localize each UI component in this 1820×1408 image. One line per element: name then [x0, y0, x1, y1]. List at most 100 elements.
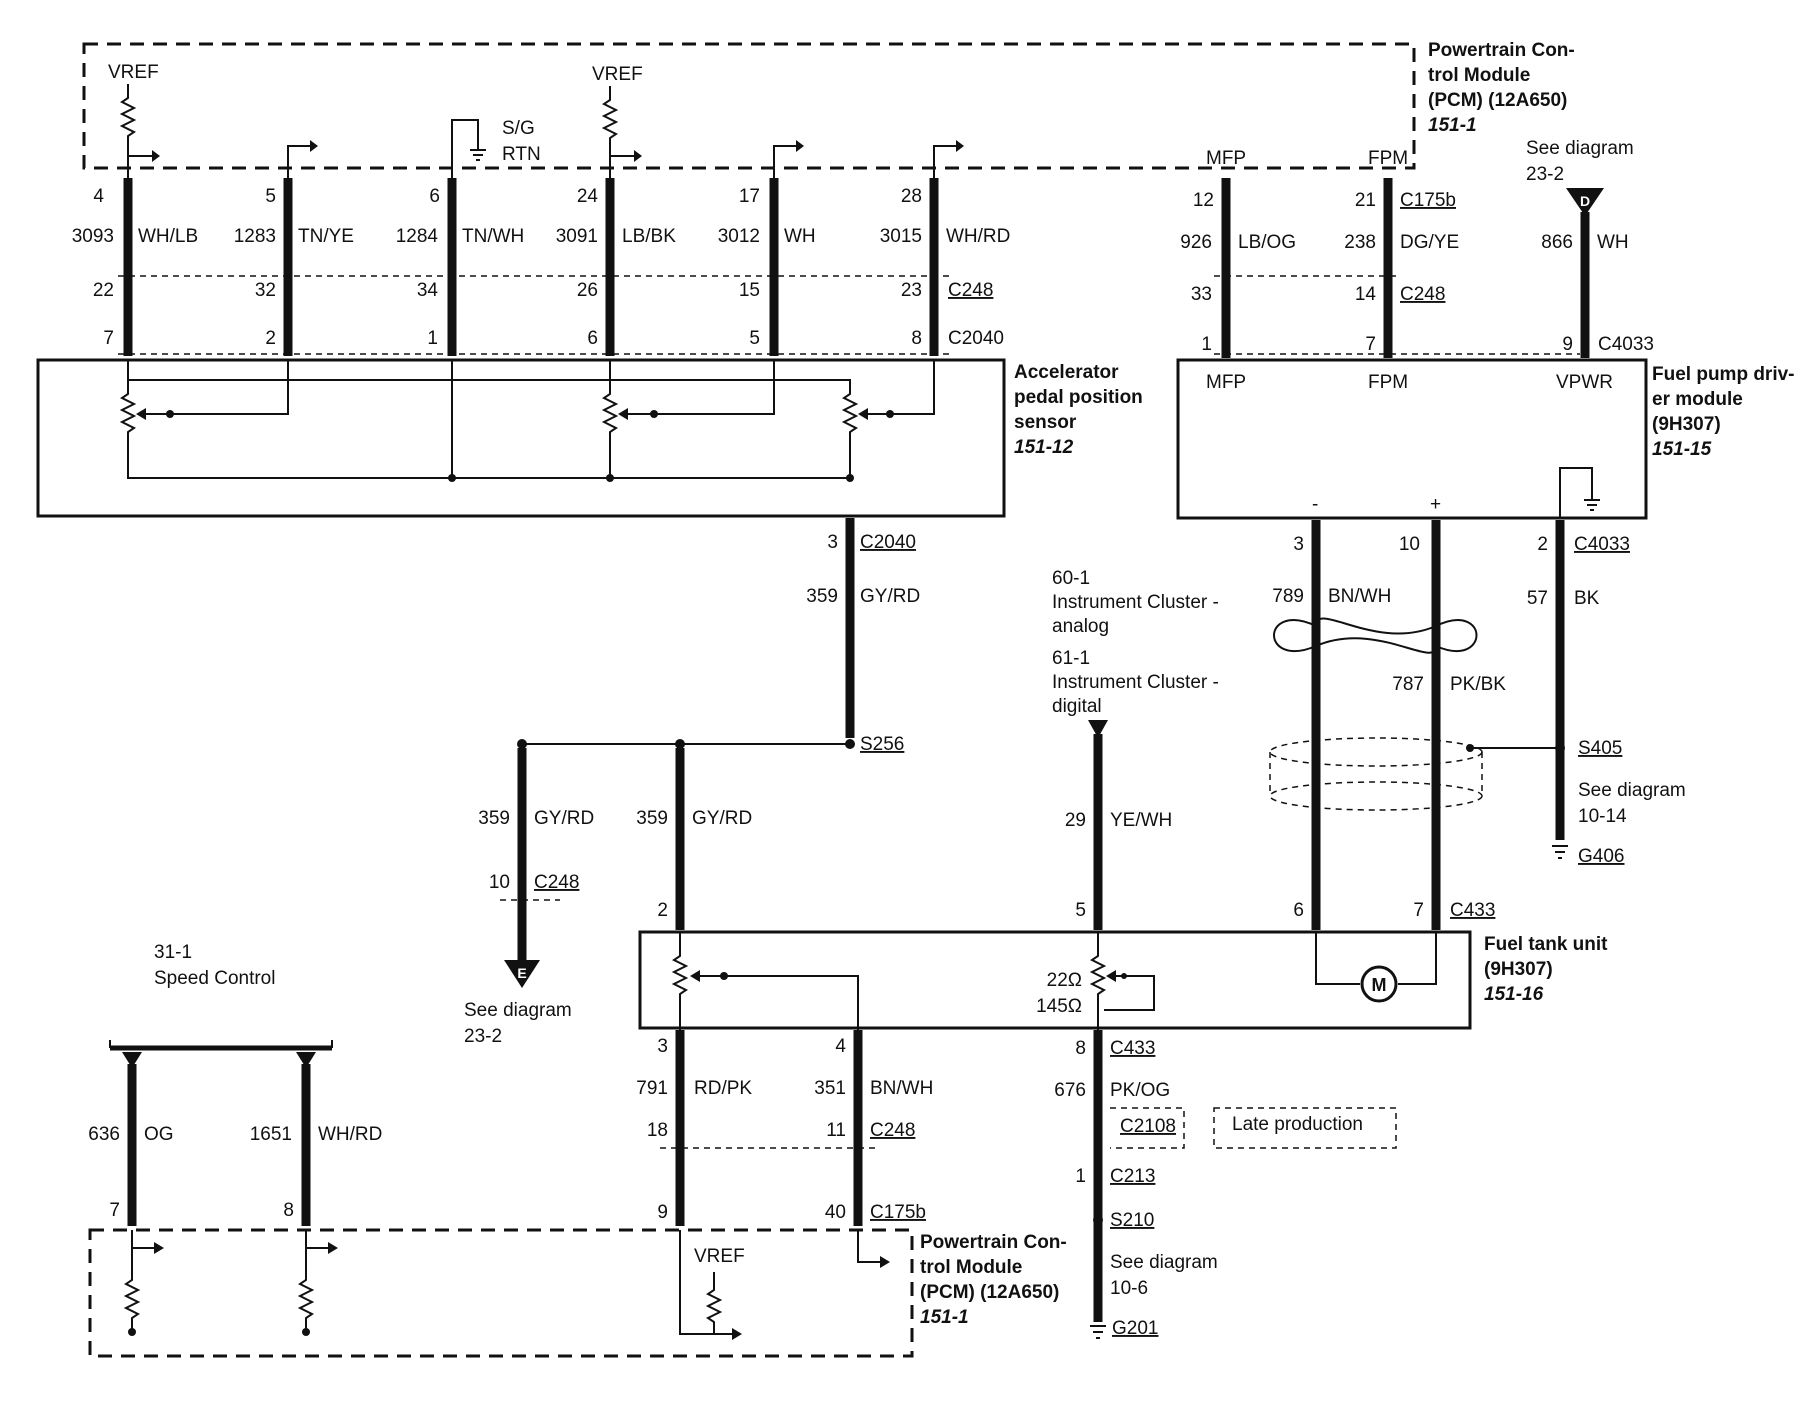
svg-text:866: 866 — [1541, 232, 1573, 253]
c175b-label-bot: C175b — [870, 1202, 926, 1223]
svg-text:1: 1 — [427, 328, 438, 349]
svg-text:See diagram: See diagram — [1578, 780, 1686, 801]
svg-text:3091: 3091 — [556, 226, 598, 247]
svg-text:WH/RD: WH/RD — [318, 1124, 382, 1145]
cluster-arrow — [1088, 720, 1108, 738]
c2108-label: C2108 — [1120, 1116, 1176, 1137]
wire-1283: 5 1283 TN/YE 32 2 — [234, 186, 354, 349]
svg-text:BN/WH: BN/WH — [1328, 586, 1391, 607]
svg-text:14: 14 — [1355, 284, 1377, 305]
svg-text:33: 33 — [1191, 284, 1212, 305]
g201-label: G201 — [1112, 1318, 1158, 1339]
svg-text:57: 57 — [1527, 588, 1548, 609]
c433-label-low: C433 — [1110, 1038, 1155, 1059]
svg-text:1283: 1283 — [234, 226, 276, 247]
svg-text:2: 2 — [1537, 534, 1548, 555]
app-sensor-box — [36, 358, 1006, 518]
see-e-1: See diagram — [464, 1000, 572, 1021]
svg-text:8: 8 — [1075, 1038, 1086, 1059]
s405-label: S405 — [1578, 738, 1622, 759]
c433-label-top: C433 — [1450, 900, 1495, 921]
r1-label: 22Ω — [1047, 970, 1082, 991]
pcm-bot-internals — [123, 1230, 890, 1340]
pcm-bot-title-2: trol Module — [920, 1257, 1022, 1278]
svg-text:WH: WH — [1597, 232, 1629, 253]
svg-text:24: 24 — [577, 186, 599, 207]
fp-wire-labels: 12 926 LB/OG 33 1 21 238 DG/YE 14 7 — [1180, 190, 1459, 355]
c2040-label-top: C2040 — [948, 328, 1004, 349]
svg-text:351: 351 — [814, 1078, 846, 1099]
c4033-label-top: C4033 — [1598, 334, 1654, 355]
svg-text:22: 22 — [93, 280, 114, 301]
svg-text:+: + — [1430, 494, 1441, 515]
shield-icon — [1269, 737, 1483, 811]
svg-text:2: 2 — [657, 900, 668, 921]
speed-label-1: 31-1 — [154, 942, 192, 963]
c248-label-top: C248 — [948, 280, 993, 301]
svg-text:11: 11 — [826, 1120, 846, 1141]
svg-text:34: 34 — [417, 280, 439, 301]
fuel-tank-title-2: (9H307) — [1484, 959, 1553, 980]
gyrd-circuit: 359 — [806, 586, 838, 607]
svg-text:1284: 1284 — [396, 226, 439, 247]
svg-text:GY/RD: GY/RD — [692, 808, 752, 829]
svg-text:15: 15 — [739, 280, 760, 301]
svg-text:29: 29 — [1065, 810, 1086, 831]
svg-text:8: 8 — [283, 1200, 294, 1221]
svg-text:LB/OG: LB/OG — [1238, 232, 1296, 253]
c2040-label-low: C2040 — [860, 532, 916, 553]
svg-text:6: 6 — [1293, 900, 1304, 921]
c175b-label-top: C175b — [1400, 190, 1456, 211]
c248-label-fp: C248 — [1400, 284, 1445, 305]
svg-text:359: 359 — [478, 808, 510, 829]
svg-text:RD/PK: RD/PK — [694, 1078, 752, 1099]
wire-3012: 17 3012 WH 15 5 — [718, 186, 816, 349]
see-d-1: See diagram — [1526, 138, 1634, 159]
svg-text:7: 7 — [1413, 900, 1424, 921]
fpdm-title-2: er module — [1652, 389, 1743, 410]
svg-text:61-1: 61-1 — [1052, 648, 1090, 669]
svg-text:YE/WH: YE/WH — [1110, 810, 1172, 831]
speed-label-2: Speed Control — [154, 968, 275, 989]
pcm-bot-title-1: Powertrain Con- — [920, 1232, 1067, 1253]
svg-text:636: 636 — [88, 1124, 120, 1145]
svg-text:7: 7 — [109, 1200, 120, 1221]
svg-text:3015: 3015 — [880, 226, 922, 247]
svg-text:3: 3 — [657, 1036, 668, 1057]
top-wires — [123, 178, 939, 356]
late-production-label: Late production — [1232, 1114, 1363, 1135]
see-d-2: 23-2 — [1526, 164, 1564, 185]
app-title-3: sensor — [1014, 412, 1077, 433]
r2-label: 145Ω — [1036, 996, 1082, 1017]
svg-text:18: 18 — [647, 1120, 668, 1141]
svg-text:C248: C248 — [534, 872, 579, 893]
svg-text:-: - — [1312, 494, 1318, 515]
c248-label-bot: C248 — [870, 1120, 915, 1141]
pcm-bot-title-3: (PCM) (12A650) — [920, 1282, 1059, 1303]
app-title-2: pedal position — [1014, 387, 1143, 408]
s256-label: S256 — [860, 734, 904, 755]
pcm-bot-outline — [88, 1228, 914, 1358]
svg-text:10-6: 10-6 — [1110, 1278, 1148, 1299]
see-e-2: 23-2 — [464, 1026, 502, 1047]
svg-text:10: 10 — [1399, 534, 1420, 555]
svg-text:40: 40 — [825, 1202, 846, 1223]
svg-text:8: 8 — [911, 328, 922, 349]
svg-text:DG/YE: DG/YE — [1400, 232, 1459, 253]
svg-text:7: 7 — [1365, 334, 1376, 355]
svg-text:4: 4 — [835, 1036, 846, 1057]
svg-text:23: 23 — [901, 280, 922, 301]
svg-text:MFP: MFP — [1206, 372, 1246, 393]
svg-text:3093: 3093 — [72, 226, 114, 247]
svg-text:LB/BK: LB/BK — [622, 226, 676, 247]
svg-text:1: 1 — [1075, 1166, 1086, 1187]
vref-label-2: VREF — [592, 64, 643, 85]
svg-text:FPM: FPM — [1368, 372, 1408, 393]
svg-text:Instrument Cluster -: Instrument Cluster - — [1052, 592, 1219, 613]
svg-text:BK: BK — [1574, 588, 1600, 609]
svg-text:6: 6 — [429, 186, 440, 207]
wire-3093: 4 3093 WH/LB 22 7 — [72, 186, 198, 349]
svg-text:VPWR: VPWR — [1556, 372, 1613, 393]
gyrd-color: GY/RD — [860, 586, 920, 607]
